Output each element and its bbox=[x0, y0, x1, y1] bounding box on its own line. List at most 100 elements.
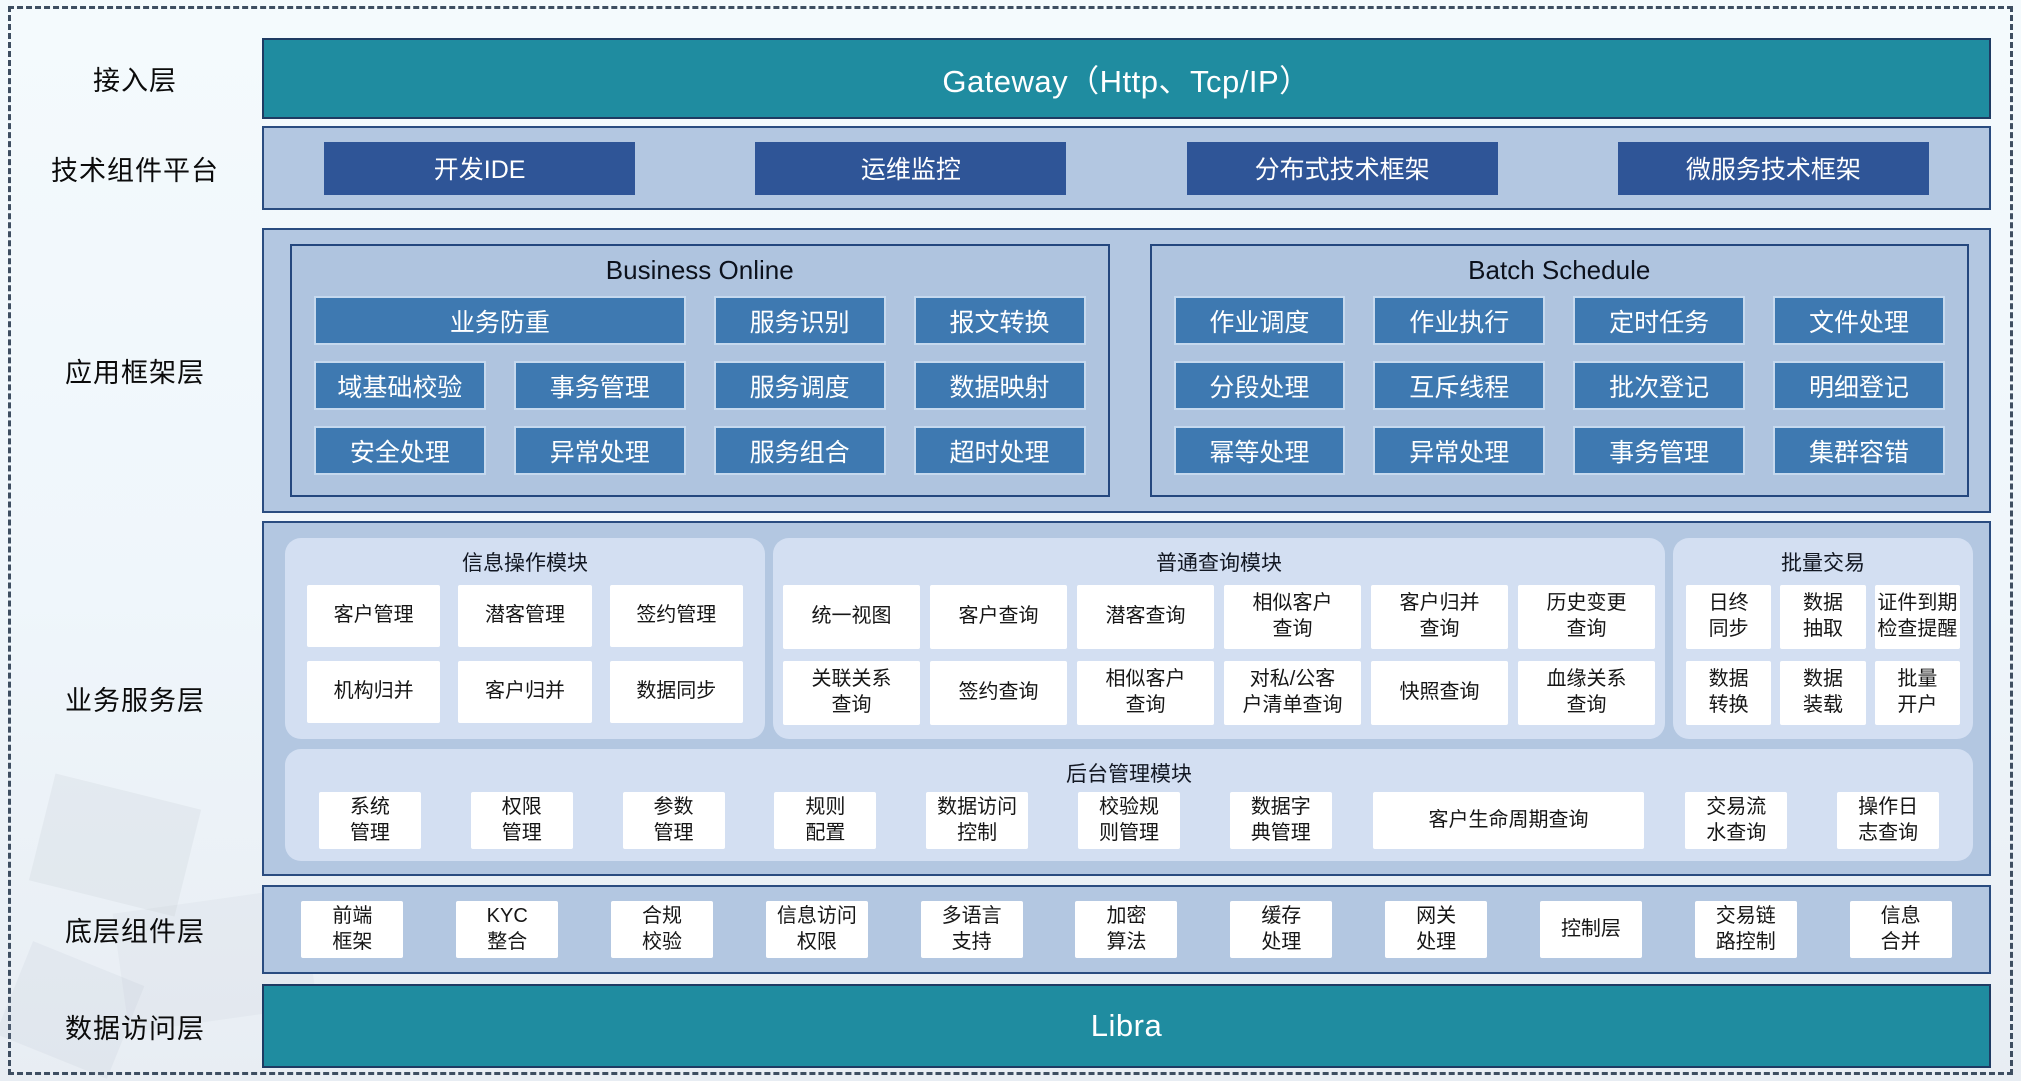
batch-transaction-module: 批量交易 日终 同步 数据 抽取 证件到期 检查提醒 数据 转换 数据 装载 批… bbox=[1673, 538, 1973, 739]
batch-item: 批量 开户 bbox=[1874, 661, 1960, 725]
admin-item: 规则 配置 bbox=[774, 792, 877, 849]
tech-item-microservice-framework: 微服务技术框架 bbox=[1617, 141, 1929, 195]
query-item: 相似客户 查询 bbox=[1077, 661, 1214, 725]
bo-item: 服务识别 bbox=[713, 296, 886, 345]
query-item: 关联关系 查询 bbox=[783, 661, 920, 725]
business-service-wrap: 信息操作模块 客户管理 潜客管理 签约管理 机构归并 客户归并 数据同步 普通查… bbox=[264, 523, 1989, 874]
admin-item: 操作日 志查询 bbox=[1837, 792, 1940, 849]
business-online-grid: 业务防重 服务识别 报文转换 域基础校验 事务管理 服务调度 数据映射 安全处理… bbox=[292, 286, 1108, 495]
tech-item-dev-ide: 开发IDE bbox=[324, 141, 636, 195]
business-service-band: 信息操作模块 客户管理 潜客管理 签约管理 机构归并 客户归并 数据同步 普通查… bbox=[262, 521, 1991, 876]
tech-platform-grid: 开发IDE 运维监控 分布式技术框架 微服务技术框架 bbox=[264, 128, 1989, 208]
app-framework-band: Business Online 业务防重 服务识别 报文转换 域基础校验 事务管… bbox=[262, 228, 1991, 513]
batch-transaction-grid: 日终 同步 数据 抽取 证件到期 检查提醒 数据 转换 数据 装载 批量 开户 bbox=[1673, 577, 1973, 739]
libra-label: Libra bbox=[1090, 1008, 1163, 1043]
layer-label-data-access: 数据访问层 bbox=[65, 1013, 205, 1044]
bo-item: 域基础校验 bbox=[314, 361, 486, 410]
base-item: 网关 处理 bbox=[1385, 901, 1488, 958]
query-item: 客户归并 查询 bbox=[1371, 585, 1508, 649]
info-item: 签约管理 bbox=[609, 585, 743, 647]
query-item: 签约查询 bbox=[930, 661, 1067, 725]
tech-item-distributed-framework: 分布式技术框架 bbox=[1186, 141, 1498, 195]
bs-item: 分段处理 bbox=[1173, 361, 1346, 410]
admin-item: 数据访问 控制 bbox=[926, 792, 1029, 849]
query-item: 历史变更 查询 bbox=[1518, 585, 1655, 649]
base-item: 信息 合并 bbox=[1849, 901, 1952, 958]
bs-item: 文件处理 bbox=[1773, 296, 1945, 345]
tech-platform-band: 开发IDE 运维监控 分布式技术框架 微服务技术框架 bbox=[262, 126, 1991, 210]
bs-item: 定时任务 bbox=[1573, 296, 1746, 345]
bs-item: 作业执行 bbox=[1373, 296, 1546, 345]
bo-item: 报文转换 bbox=[913, 296, 1086, 345]
info-item: 数据同步 bbox=[609, 661, 743, 723]
layer-label-access: 接入层 bbox=[93, 66, 177, 96]
info-item: 机构归并 bbox=[307, 661, 441, 723]
base-item: 信息访问 权限 bbox=[765, 901, 868, 958]
general-query-title: 普通查询模块 bbox=[1156, 552, 1282, 575]
base-item: 控制层 bbox=[1539, 901, 1642, 958]
bo-item: 业务防重 bbox=[314, 296, 686, 345]
business-service-modules: 信息操作模块 客户管理 潜客管理 签约管理 机构归并 客户归并 数据同步 普通查… bbox=[285, 538, 1973, 739]
tech-item-ops-monitoring: 运维监控 bbox=[755, 141, 1067, 195]
layer-label-app-framework: 应用框架层 bbox=[65, 358, 205, 388]
bo-item: 服务组合 bbox=[713, 426, 886, 475]
batch-item: 证件到期 检查提醒 bbox=[1874, 585, 1960, 649]
info-item: 客户归并 bbox=[458, 661, 592, 723]
data-access-bar: Libra bbox=[262, 984, 1991, 1068]
bs-item: 作业调度 bbox=[1173, 296, 1346, 345]
batch-item: 日终 同步 bbox=[1686, 585, 1772, 649]
query-item: 客户查询 bbox=[930, 585, 1067, 649]
general-query-module: 普通查询模块 统一视图 客户查询 潜客查询 相似客户 查询 客户归并 查询 历史… bbox=[773, 538, 1665, 739]
admin-item: 校验规 则管理 bbox=[1077, 792, 1180, 849]
bs-item: 集群容错 bbox=[1773, 426, 1945, 475]
admin-item: 权限 管理 bbox=[470, 792, 573, 849]
info-item: 潜客管理 bbox=[458, 585, 592, 647]
base-item: 前端 框架 bbox=[301, 901, 404, 958]
admin-item: 参数 管理 bbox=[622, 792, 725, 849]
layer-label-tech-platform: 技术组件平台 bbox=[51, 155, 219, 186]
query-item: 快照查询 bbox=[1371, 661, 1508, 725]
bs-item: 事务管理 bbox=[1573, 426, 1746, 475]
info-operation-title: 信息操作模块 bbox=[462, 552, 588, 575]
gateway-bar: Gateway（Http、Tcp/IP） bbox=[262, 38, 1991, 119]
admin-item: 数据字 典管理 bbox=[1229, 792, 1332, 849]
gateway-title: Gateway（Http、Tcp/IP） bbox=[942, 64, 1311, 99]
bo-item: 安全处理 bbox=[314, 426, 486, 475]
layer-label-business-service: 业务服务层 bbox=[65, 686, 205, 716]
bs-item: 幂等处理 bbox=[1173, 426, 1346, 475]
base-item: 缓存 处理 bbox=[1230, 901, 1333, 958]
bs-item: 互斥线程 bbox=[1373, 361, 1546, 410]
admin-item: 系统 管理 bbox=[318, 792, 421, 849]
query-item: 潜客查询 bbox=[1077, 585, 1214, 649]
base-item: 交易链 路控制 bbox=[1694, 901, 1797, 958]
base-item: KYC 整合 bbox=[456, 901, 559, 958]
query-item: 血缘关系 查询 bbox=[1518, 661, 1655, 725]
info-operation-grid: 客户管理 潜客管理 签约管理 机构归并 客户归并 数据同步 bbox=[285, 577, 765, 739]
bo-item: 异常处理 bbox=[513, 426, 686, 475]
batch-schedule-grid: 作业调度 作业执行 定时任务 文件处理 分段处理 互斥线程 批次登记 明细登记 … bbox=[1152, 286, 1968, 495]
admin-item-customer-lifecycle: 客户生命周期查询 bbox=[1373, 792, 1644, 849]
layer-label-base-components: 底层组件层 bbox=[65, 917, 205, 947]
batch-item: 数据 抽取 bbox=[1780, 585, 1866, 649]
query-item: 相似客户 查询 bbox=[1224, 585, 1361, 649]
query-item: 统一视图 bbox=[783, 585, 920, 649]
batch-item: 数据 装载 bbox=[1780, 661, 1866, 725]
admin-module-grid: 系统 管理 权限 管理 参数 管理 规则 配置 数据访问 控制 校验规 则管理 … bbox=[285, 788, 1973, 861]
business-online-title: Business Online bbox=[605, 255, 794, 285]
base-components-grid: 前端 框架 KYC 整合 合规 校验 信息访问 权限 多语言 支持 加密 算法 … bbox=[264, 887, 1989, 972]
info-item: 客户管理 bbox=[307, 585, 441, 647]
business-online-panel: Business Online 业务防重 服务识别 报文转换 域基础校验 事务管… bbox=[290, 244, 1110, 497]
bs-item: 批次登记 bbox=[1573, 361, 1746, 410]
base-components-band: 前端 框架 KYC 整合 合规 校验 信息访问 权限 多语言 支持 加密 算法 … bbox=[262, 885, 1991, 974]
query-item: 对私/公客 户清单查询 bbox=[1224, 661, 1361, 725]
base-item: 多语言 支持 bbox=[920, 901, 1023, 958]
general-query-grid: 统一视图 客户查询 潜客查询 相似客户 查询 客户归并 查询 历史变更 查询 关… bbox=[773, 577, 1665, 739]
admin-module: 后台管理模块 系统 管理 权限 管理 参数 管理 规则 配置 数据访问 控制 校… bbox=[285, 749, 1973, 861]
batch-schedule-panel: Batch Schedule 作业调度 作业执行 定时任务 文件处理 分段处理 … bbox=[1149, 244, 1969, 497]
bo-item: 超时处理 bbox=[913, 426, 1086, 475]
base-item: 合规 校验 bbox=[611, 901, 714, 958]
bs-item: 明细登记 bbox=[1773, 361, 1945, 410]
bo-item: 数据映射 bbox=[913, 361, 1086, 410]
admin-module-title: 后台管理模块 bbox=[1066, 763, 1192, 786]
